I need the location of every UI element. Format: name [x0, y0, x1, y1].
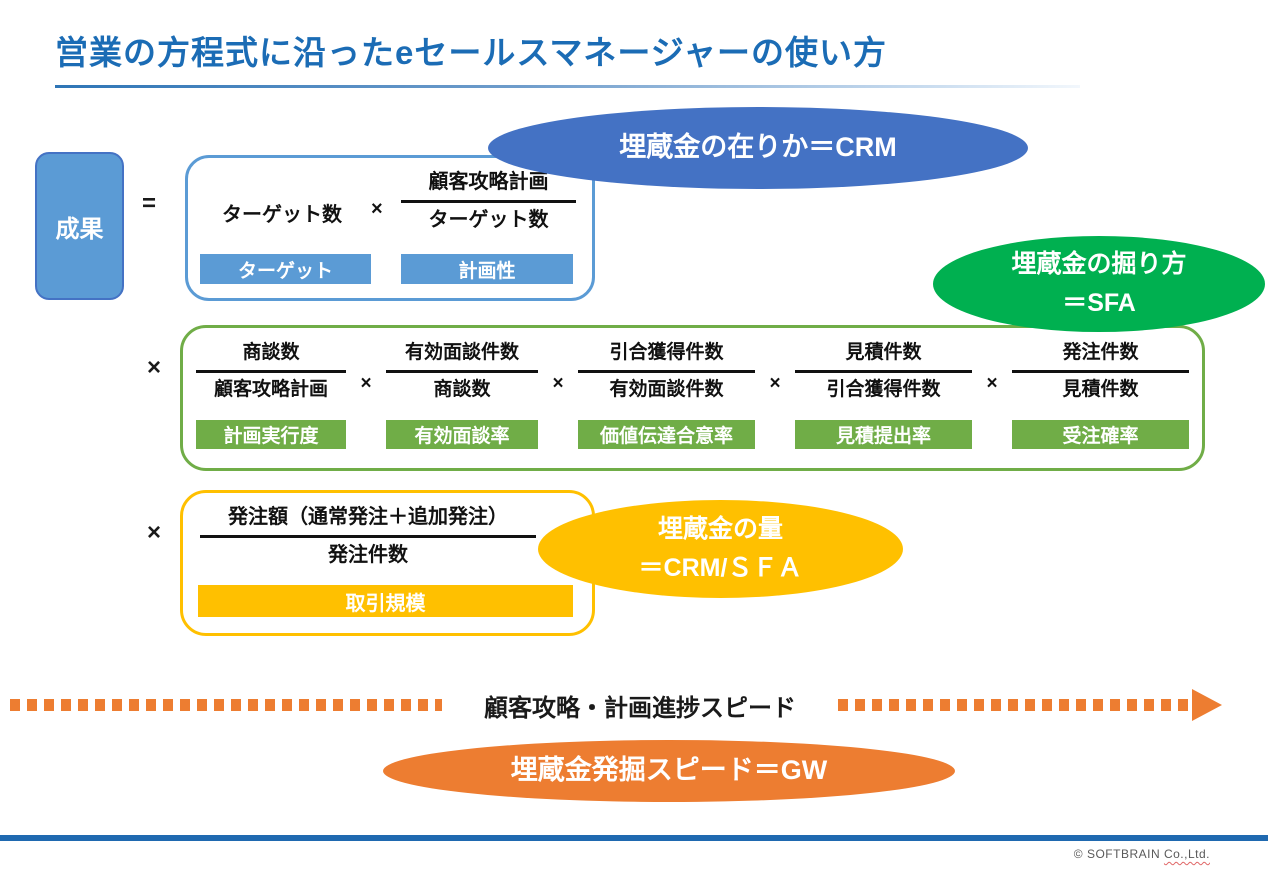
fraction-numerator: 商談数 [196, 342, 346, 373]
fraction-denominator: 商談数 [433, 378, 491, 400]
times-sign: × [552, 373, 564, 394]
label-effective-meeting-rate: 有効面談率 [386, 419, 538, 449]
label-target: ターゲット [200, 254, 371, 284]
label-value-agreement-rate: 価値伝達合意率 [578, 419, 755, 449]
result-box: 成果 [35, 152, 124, 300]
copyright-prefix: © SOFTBRAIN [1073, 847, 1164, 861]
amount-ellipse: 埋蔵金の量 ＝CRM/ＳＦＡ [538, 500, 903, 598]
fraction-denominator: 顧客攻略計画 [213, 378, 328, 400]
process-step-quote-submission: 見積件数 引合獲得件数 見積提出率 [795, 342, 972, 449]
label-plan-execution: 計画実行度 [196, 419, 346, 449]
fraction-numerator: 引合獲得件数 [578, 342, 755, 373]
speed-arrow-dash-right [838, 699, 1192, 711]
page-title: 営業の方程式に沿ったeセールスマネージャーの使い方 [55, 34, 888, 71]
fraction-amount-per-orders: 発注額（通常発注＋追加発注） 発注件数 [200, 506, 536, 567]
deal-formula-box: 発注額（通常発注＋追加発注） 発注件数 取引規模 [180, 490, 595, 636]
crm-ellipse: 埋蔵金の在りか＝CRM [488, 107, 1028, 189]
times-sign: × [371, 198, 383, 220]
fraction-denominator: 有効面談件数 [609, 378, 724, 400]
result-box-label: 成果 [55, 215, 104, 243]
sfa-ellipse: 埋蔵金の掘り方 ＝SFA [933, 236, 1265, 332]
process-step-value-agreement: 引合獲得件数 有効面談件数 価値伝達合意率 [578, 342, 755, 449]
amount-ellipse-line1: 埋蔵金の量 [657, 515, 783, 544]
title-underline [55, 85, 1080, 88]
process-step-plan-execution: 商談数 顧客攻略計画 計画実行度 [196, 342, 346, 449]
crm-ellipse-text: 埋蔵金の在りか＝CRM [619, 132, 897, 163]
copyright: © SOFTBRAIN Co.,Ltd. [1074, 847, 1210, 861]
label-order-probability: 受注確率 [1012, 419, 1189, 449]
fraction-numerator: 発注件数 [1012, 342, 1189, 373]
arrowhead-icon [1192, 689, 1222, 721]
term-target-count: ターゲット数 [222, 204, 342, 226]
times-sign: × [147, 354, 162, 381]
fraction-orders-per-quotes: 発注件数 見積件数 [1012, 342, 1189, 401]
process-step-effective-meeting: 有効面談件数 商談数 有効面談率 [386, 342, 538, 449]
times-sign: × [986, 373, 998, 394]
times-sign: × [360, 373, 372, 394]
fraction-denominator: 発注件数 [328, 544, 408, 566]
fraction-plan-per-target: 顧客攻略計画 ターゲット数 [401, 171, 576, 232]
process-columns: 商談数 顧客攻略計画 計画実行度 × 有効面談件数 商談数 有効面談率 × 引合… [183, 328, 1202, 468]
fraction-numerator: 顧客攻略計画 [401, 171, 576, 203]
fraction-deals-per-plan: 商談数 顧客攻略計画 [196, 342, 346, 401]
speed-arrow-dash-left [10, 699, 442, 711]
fraction-denominator: 引合獲得件数 [826, 378, 941, 400]
fraction-denominator: ターゲット数 [428, 209, 549, 231]
gw-ellipse-text: 埋蔵金発掘スピード＝GW [510, 755, 828, 786]
speed-arrow-label: 顧客攻略・計画進捗スピード [484, 695, 796, 722]
fraction-quotes-per-leads: 見積件数 引合獲得件数 [795, 342, 972, 401]
target-formula-box: ターゲット数 × 顧客攻略計画 ターゲット数 ターゲット 計画性 [185, 155, 595, 301]
times-sign: × [147, 519, 162, 546]
times-sign: × [769, 373, 781, 394]
copyright-suffix: Co.,Ltd. [1163, 847, 1210, 861]
amount-ellipse-line2: ＝CRM/ＳＦＡ [638, 554, 803, 582]
fraction-numerator: 有効面談件数 [386, 342, 538, 373]
equals-sign: = [142, 190, 157, 217]
label-quote-submission-rate: 見積提出率 [795, 419, 972, 449]
fraction-leads-per-meetings: 引合獲得件数 有効面談件数 [578, 342, 755, 401]
sfa-ellipse-line1: 埋蔵金の掘り方 [1011, 250, 1187, 279]
label-deal-size: 取引規模 [198, 585, 573, 617]
label-planning: 計画性 [401, 254, 573, 284]
fraction-numerator: 発注額（通常発注＋追加発注） [200, 506, 536, 538]
process-formula-box: 商談数 顧客攻略計画 計画実行度 × 有効面談件数 商談数 有効面談率 × 引合… [180, 325, 1205, 471]
footer-rule [0, 835, 1268, 841]
fraction-denominator: 見積件数 [1062, 378, 1139, 400]
fraction-meetings-per-deals: 有効面談件数 商談数 [386, 342, 538, 401]
sfa-ellipse-line2: ＝SFA [1062, 289, 1136, 317]
fraction-numerator: 見積件数 [795, 342, 972, 373]
gw-ellipse: 埋蔵金発掘スピード＝GW [383, 740, 955, 802]
process-step-order-probability: 発注件数 見積件数 受注確率 [1012, 342, 1189, 449]
